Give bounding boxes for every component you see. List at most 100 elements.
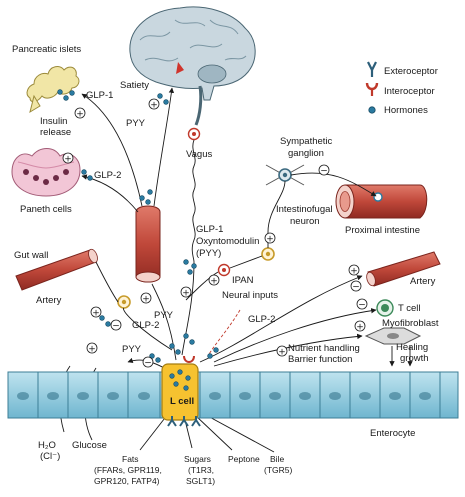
pathways	[59, 87, 413, 453]
pyy-mid-label: PYY	[154, 310, 174, 321]
svg-text:+: +	[278, 348, 286, 358]
hypothalamus-marker	[176, 62, 184, 74]
pancreas	[26, 66, 80, 114]
svg-text:+: +	[356, 323, 364, 333]
svg-text:+: +	[142, 295, 150, 305]
minus-sign: −	[110, 319, 122, 332]
brain	[129, 6, 256, 126]
pyy-low-label: PYY	[122, 344, 142, 355]
artery-left-label: Artery	[36, 295, 62, 306]
hormones-label: Hormones	[384, 105, 428, 116]
ipan-neuron	[217, 263, 231, 277]
exteroceptor-legend-icon	[367, 61, 377, 77]
submucosal-neuron	[117, 295, 131, 309]
artery-right-label: Artery	[410, 276, 436, 287]
proximal-intestine	[335, 184, 428, 219]
plus-sign: +	[148, 98, 160, 111]
plus-sign: +	[62, 152, 74, 165]
bile-label-2: (TGR5)	[264, 465, 293, 475]
fats-label-2: (FFARs, GPR119,	[94, 465, 162, 475]
vagus-label: Vagus	[186, 149, 212, 160]
l-cell-label: L cell	[170, 396, 194, 407]
epithelium	[7, 355, 459, 427]
sugars-label-2: (T1R3,	[188, 465, 214, 475]
paneth-cells	[11, 148, 81, 197]
exteroceptor-label: Exteroceptor	[384, 66, 438, 77]
pyy-top-label: PYY	[126, 118, 146, 129]
plus-sign: +	[348, 264, 360, 277]
svg-text:−: −	[358, 301, 366, 311]
glp1-oxm-label-2: Oxyntomodulin	[196, 236, 259, 247]
svg-text:+: +	[150, 101, 158, 111]
healing-label-2: growth	[400, 353, 429, 364]
peptone-label: Peptone	[228, 454, 260, 464]
svg-text:+: +	[182, 289, 190, 299]
fats-label-1: Fats	[122, 454, 139, 464]
sugars-label-1: Sugars	[184, 454, 211, 464]
hormone-legend-dot	[368, 106, 376, 114]
glp1-oxm-label-3: (PYY)	[196, 248, 221, 259]
intestinofugal-label-1: Intestinofugal	[276, 204, 333, 215]
artery-right	[366, 251, 441, 287]
sympathetic-label-2: ganglion	[288, 148, 324, 159]
glp2-mid-label: GLP-2	[132, 320, 159, 331]
healing-label-1: Healing	[396, 342, 428, 353]
svg-text:+: +	[350, 267, 358, 277]
insulin-label-1: Insulin	[40, 116, 67, 127]
paneth-cells-label: Paneth cells	[20, 204, 72, 215]
glp2-right-label: GLP-2	[248, 314, 275, 325]
svg-text:−: −	[320, 167, 328, 177]
plus-sign: +	[264, 232, 276, 245]
svg-text:+: +	[210, 277, 218, 287]
fats-label-3: GPR120, FATP4)	[94, 476, 160, 486]
plus-sign: +	[180, 286, 192, 299]
plus-sign: +	[208, 274, 220, 287]
interoceptor-legend-icon	[365, 82, 379, 96]
plus-sign: +	[90, 306, 102, 319]
nutrient-handling-label: Nutrient handling	[288, 343, 360, 354]
chloride-label: (Cl⁻)	[40, 451, 60, 462]
minus-sign: −	[318, 164, 330, 177]
glp1-oxm-label-1: GLP-1	[196, 224, 223, 235]
plus-sign: +	[86, 342, 98, 355]
sign-markers: + + + − + + + + − + + − + − − + +	[62, 98, 368, 369]
plus-sign: +	[276, 345, 288, 358]
svg-text:+: +	[64, 155, 72, 165]
vagus-afferent	[187, 127, 201, 141]
svg-text:+: +	[92, 309, 100, 319]
glp1-top-label: GLP-1	[86, 90, 113, 101]
myofibroblast-label: Myofibroblast	[382, 318, 439, 329]
ipan-label: IPAN	[232, 275, 254, 286]
sugars-label-3: SGLT1)	[186, 476, 215, 486]
plus-sign: +	[74, 107, 86, 120]
myofibroblast	[364, 327, 422, 345]
minus-sign: −	[356, 298, 368, 311]
svg-text:+: +	[266, 235, 274, 245]
central-vessel	[135, 205, 161, 283]
sympathetic-label-1: Sympathetic	[280, 136, 333, 147]
interoceptor-label: Interoceptor	[384, 86, 435, 97]
glucose-label: Glucose	[72, 440, 107, 451]
intestinofugal-label-2: neuron	[290, 216, 320, 227]
bile-label-1: Bile	[270, 454, 284, 464]
svg-text:+: +	[88, 345, 96, 355]
intestinofugal-neuron	[261, 247, 275, 261]
enterocyte-label: Enterocyte	[370, 428, 415, 439]
gut-wall-label: Gut wall	[14, 250, 48, 261]
svg-text:−: −	[144, 359, 152, 369]
plus-sign: +	[354, 320, 366, 333]
minus-sign: −	[350, 280, 362, 293]
svg-text:−: −	[112, 322, 120, 332]
barrier-function-label: Barrier function	[288, 354, 352, 365]
neural-inputs-label: Neural inputs	[222, 290, 278, 301]
sympathetic-ganglion	[265, 164, 305, 186]
insulin-label-2: release	[40, 127, 71, 138]
water-label: H₂O	[38, 440, 56, 451]
svg-text:+: +	[76, 110, 84, 120]
plus-sign: +	[140, 292, 152, 305]
satiety-label: Satiety	[120, 80, 149, 91]
legend: Exteroceptor Interoceptor Hormones	[365, 61, 438, 116]
glp2-left-label: GLP-2	[94, 170, 121, 181]
